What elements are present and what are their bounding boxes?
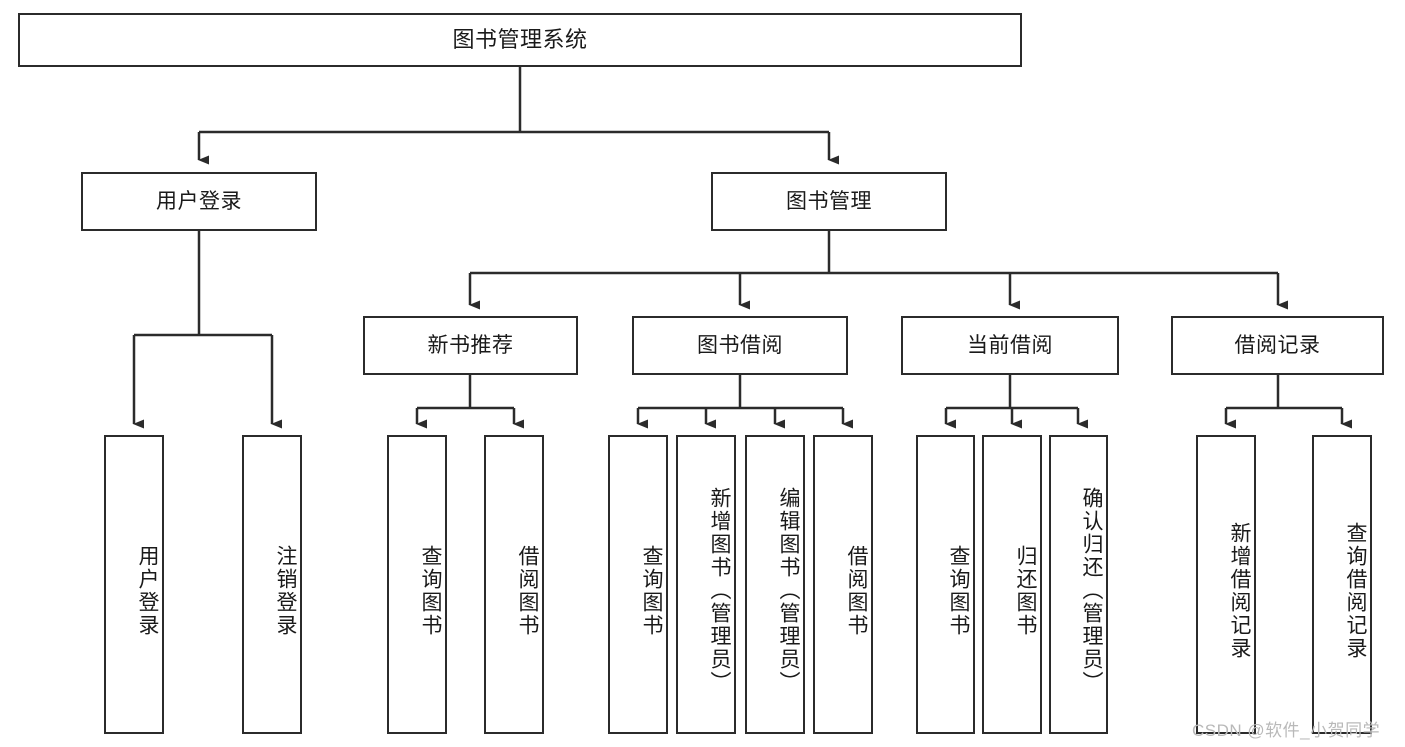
- leaf-edit-book-admin[interactable]: 编辑图书（管理员）: [745, 435, 805, 734]
- node-user-login[interactable]: 用户登录: [81, 172, 317, 231]
- node-label: 查询借阅记录: [1344, 521, 1367, 660]
- node-borrow-records[interactable]: 借阅记录: [1171, 316, 1384, 375]
- leaf-confirm-return-admin[interactable]: 确认归还（管理员）: [1049, 435, 1108, 734]
- node-label: 归还图书: [1014, 544, 1037, 637]
- node-current-borrowing[interactable]: 当前借阅: [901, 316, 1119, 375]
- node-label: 借阅记录: [1234, 333, 1321, 357]
- node-label: 注销登录: [274, 544, 297, 637]
- node-label: 借阅图书: [516, 544, 539, 637]
- csdn-watermark: CSDN @软件_小贺同学: [1192, 721, 1381, 740]
- node-label: 查询图书: [947, 544, 970, 637]
- node-label: 查询图书: [419, 544, 442, 637]
- node-label: 借阅图书: [845, 544, 868, 637]
- leaf-borrow-books-borrowing[interactable]: 借阅图书: [813, 435, 873, 734]
- node-label: 新增图书（管理员）: [708, 487, 731, 694]
- node-book-borrowing[interactable]: 图书借阅: [632, 316, 848, 375]
- node-label: 当前借阅: [967, 333, 1053, 357]
- leaf-query-borrow-record[interactable]: 查询借阅记录: [1312, 435, 1372, 734]
- leaf-query-books-borrowing[interactable]: 查询图书: [608, 435, 668, 734]
- node-label: 新书推荐: [427, 333, 514, 357]
- node-label: 编辑图书（管理员）: [777, 487, 800, 694]
- leaf-user-login[interactable]: 用户登录: [104, 435, 164, 734]
- node-label: 查询图书: [640, 544, 663, 637]
- node-label: 确认归还（管理员）: [1080, 487, 1103, 694]
- node-label: 图书管理: [786, 189, 872, 213]
- leaf-logout[interactable]: 注销登录: [242, 435, 302, 734]
- leaf-query-books-recommendation[interactable]: 查询图书: [387, 435, 447, 734]
- node-label: 用户登录: [136, 544, 159, 637]
- leaf-return-books[interactable]: 归还图书: [982, 435, 1042, 734]
- node-label: 图书借阅: [697, 333, 783, 357]
- node-new-book-recommendation[interactable]: 新书推荐: [363, 316, 578, 375]
- node-label: 用户登录: [156, 189, 242, 213]
- node-root-book-management-system[interactable]: 图书管理系统: [18, 13, 1022, 67]
- leaf-add-book-admin[interactable]: 新增图书（管理员）: [676, 435, 736, 734]
- leaf-query-books-current[interactable]: 查询图书: [916, 435, 975, 734]
- node-label: 图书管理系统: [452, 26, 588, 52]
- leaf-add-borrow-record[interactable]: 新增借阅记录: [1196, 435, 1256, 734]
- leaf-borrow-books-recommendation[interactable]: 借阅图书: [484, 435, 544, 734]
- node-book-management[interactable]: 图书管理: [711, 172, 947, 231]
- node-label: 新增借阅记录: [1228, 521, 1251, 660]
